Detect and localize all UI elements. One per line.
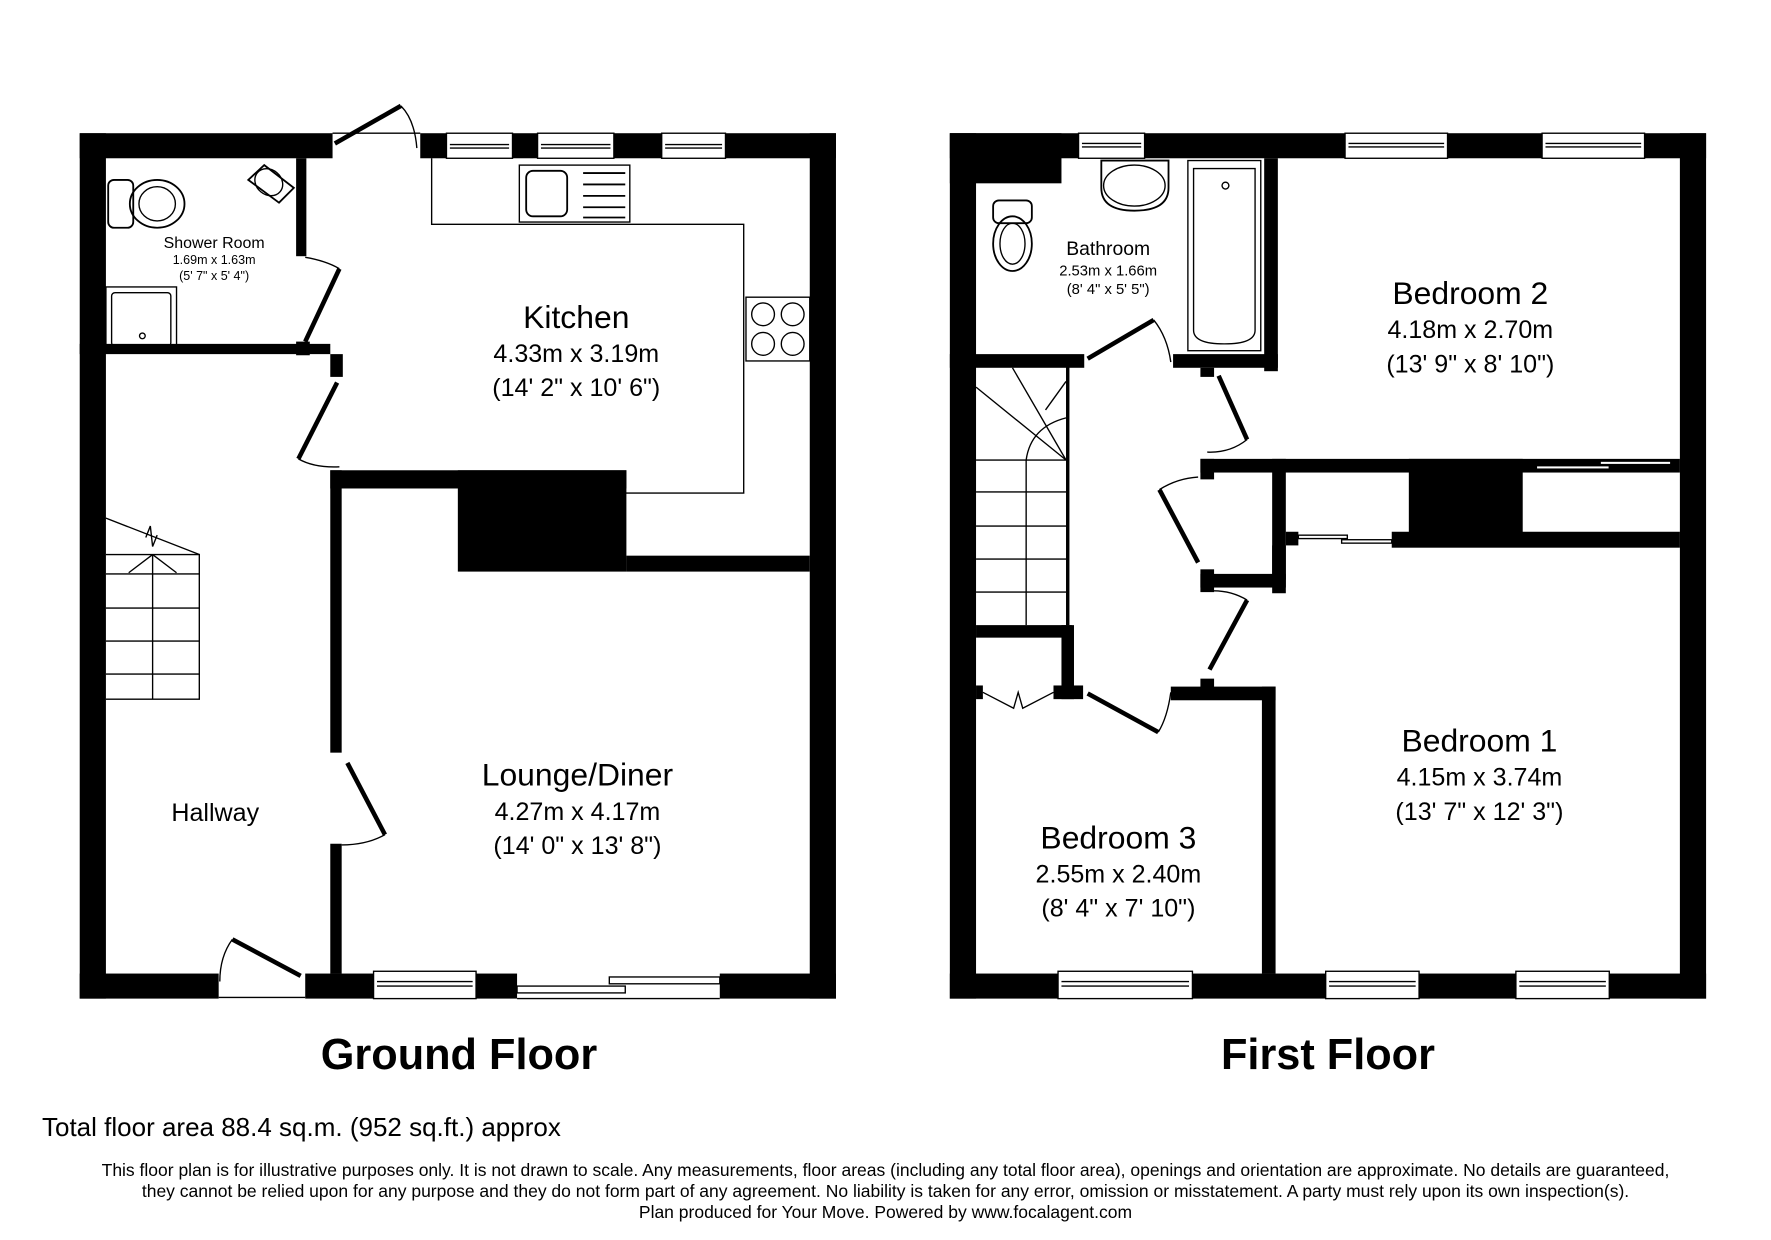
svg-text:(14' 2" x 10' 6"): (14' 2" x 10' 6"): [492, 374, 660, 402]
cupboard-door-icon: [982, 689, 1054, 710]
svg-text:(13' 9" x 8' 10"): (13' 9" x 8' 10"): [1386, 350, 1554, 378]
disclaimer-line-2: they cannot be relied upon for any purpo…: [141, 1181, 1630, 1201]
room-label-bedroom-3: Bedroom 3 2.55m x 2.40m (8' 4" x 7' 10"): [1036, 819, 1202, 922]
svg-text:(8' 4" x 7' 10"): (8' 4" x 7' 10"): [1041, 895, 1195, 923]
basin-icon: [1100, 159, 1170, 212]
total-floor-area: Total floor area 88.4 sq.m. (952 sq.ft.)…: [42, 1112, 561, 1142]
sliding-wardrobe-icon: [1297, 460, 1672, 544]
svg-text:Bathroom: Bathroom: [1066, 238, 1150, 260]
floor-title-ground: Ground Floor: [321, 1031, 598, 1079]
first-floor-plan: Bathroom 2.53m x 1.66m (8' 4" x 5' 5") B…: [949, 132, 1707, 1079]
disclaimer-line-3: Plan produced for Your Move. Powered by …: [638, 1202, 1133, 1222]
floor-title-first: First Floor: [1221, 1031, 1435, 1079]
basin-icon: [246, 163, 296, 204]
svg-text:Shower Room: Shower Room: [164, 235, 265, 252]
window-icon: [1077, 132, 1646, 159]
svg-text:Lounge/Diner: Lounge/Diner: [482, 757, 674, 793]
svg-text:(14' 0" x 13' 8"): (14' 0" x 13' 8"): [493, 832, 661, 860]
room-label-shower-room: Shower Room 1.69m x 1.63m (5' 7" x 5' 4"…: [164, 235, 265, 283]
back-door-icon: [332, 103, 421, 149]
staircase-icon: [975, 365, 1070, 626]
svg-text:4.18m x 2.70m: 4.18m x 2.70m: [1387, 316, 1553, 344]
room-label-bathroom: Bathroom 2.53m x 1.66m (8' 4" x 5' 5"): [1059, 238, 1157, 298]
room-label-bedroom-1: Bedroom 1 4.15m x 3.74m (13' 7" x 12' 3"…: [1395, 723, 1563, 826]
window-icon: [445, 132, 727, 159]
svg-text:Kitchen: Kitchen: [523, 299, 629, 335]
disclaimer-line-1: This floor plan is for illustrative purp…: [101, 1160, 1670, 1180]
svg-text:Bedroom 2: Bedroom 2: [1392, 275, 1548, 311]
ground-floor-plan: Shower Room 1.69m x 1.63m (5' 7" x 5' 4"…: [79, 103, 836, 1079]
svg-text:4.27m x 4.17m: 4.27m x 4.17m: [495, 798, 661, 826]
svg-text:2.55m x 2.40m: 2.55m x 2.40m: [1036, 860, 1202, 888]
room-label-lounge-diner: Lounge/Diner 4.27m x 4.17m (14' 0" x 13'…: [482, 757, 674, 860]
svg-text:1.69m x 1.63m: 1.69m x 1.63m: [173, 253, 256, 267]
svg-text:Hallway: Hallway: [171, 799, 259, 827]
room-label-bedroom-2: Bedroom 2 4.18m x 2.70m (13' 9" x 8' 10"…: [1386, 275, 1554, 378]
svg-text:(5' 7" x 5' 4"): (5' 7" x 5' 4"): [179, 269, 249, 283]
svg-text:Bedroom 1: Bedroom 1: [1401, 723, 1557, 759]
svg-text:(8' 4" x 5' 5"): (8' 4" x 5' 5"): [1067, 282, 1150, 298]
shower-tray-icon: [105, 286, 178, 352]
toilet-icon: [992, 199, 1033, 272]
window-icon: [1057, 970, 1610, 1000]
toilet-icon: [107, 178, 186, 229]
room-label-hallway: Hallway: [171, 799, 259, 827]
room-label-kitchen: Kitchen 4.33m x 3.19m (14' 2" x 10' 6"): [492, 299, 660, 402]
svg-text:4.33m x 3.19m: 4.33m x 3.19m: [493, 340, 659, 368]
hob-icon: [745, 296, 811, 362]
bath-icon: [1187, 159, 1262, 352]
window-icon: [372, 970, 477, 1000]
svg-text:Bedroom 3: Bedroom 3: [1040, 819, 1196, 855]
patio-door-icon: [516, 976, 721, 1000]
svg-text:2.53m x 1.66m: 2.53m x 1.66m: [1059, 264, 1157, 280]
kitchen-counter: [430, 158, 745, 494]
svg-text:4.15m x 3.74m: 4.15m x 3.74m: [1397, 764, 1563, 792]
svg-text:(13' 7" x 12' 3"): (13' 7" x 12' 3"): [1395, 798, 1563, 826]
staircase-icon: [105, 517, 200, 700]
